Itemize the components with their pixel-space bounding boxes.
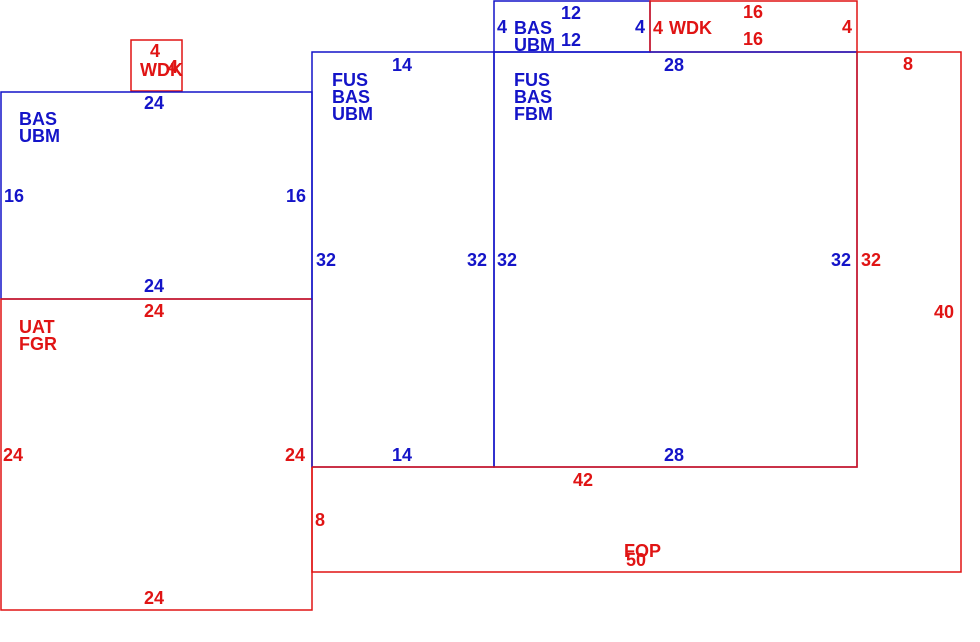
area-wdk-top-dim-top: 16 [743,2,763,22]
area-fus-bas-ubm-dim-right: 32 [467,250,487,270]
area-fop-dim-left: 8 [315,510,325,530]
area-bas-ubm-left-dim-left: 16 [4,186,24,206]
area-bas-ubm-left-dim-right: 16 [286,186,306,206]
area-fus-bas-fbm-dim-right: 32 [831,250,851,270]
outline-wdk-small [130,39,183,92]
area-fus-bas-fbm-label-2: BAS [514,87,552,107]
area-wdk-small-dim-top: 4 [150,41,160,61]
area-bas-ubm-top-label-1: BAS [514,18,552,38]
area-bas-ubm-top-dim-right: 4 [635,17,645,37]
area-bas-ubm-left-dim-top: 24 [144,93,164,113]
area-wdk-top-dim-bottom: 16 [743,29,763,49]
area-uat-fgr-dim-bottom: 24 [144,588,164,608]
area-uat-fgr-dim-right: 24 [285,445,305,465]
area-fop-dim-right: 40 [934,302,954,322]
area-fus-bas-ubm-dim-bottom: 14 [392,445,412,465]
area-fop-dim-inner-top: 42 [573,470,593,490]
area-wdk-small-dim-right: 4 [168,57,178,77]
area-fus-bas-fbm-label-1: FUS [514,70,550,90]
area-fop-dim-top-right: 8 [903,54,913,74]
area-fop-label-1: FOP [624,541,661,561]
area-bas-ubm-top-dim-left: 4 [497,17,507,37]
area-bas-ubm-top-dim-top: 12 [561,3,581,23]
area-fus-bas-ubm-dim-top: 14 [392,55,412,75]
area-fus-bas-fbm-dim-top: 28 [664,55,684,75]
area-bas-ubm-top-label-2: UBM [514,35,555,55]
area-fop-dim-bottom: 50 [626,550,646,570]
area-bas-ubm-left-label-1: BAS [19,109,57,129]
area-fus-bas-ubm-label-2: BAS [332,87,370,107]
area-fus-bas-fbm-dim-bottom: 28 [664,445,684,465]
area-fus-bas-fbm-label-3: FBM [514,104,553,124]
area-uat-fgr-dim-left: 24 [3,445,23,465]
area-bas-ubm-left-dim-bottom: 24 [144,276,164,296]
area-bas-ubm-left-label-2: UBM [19,126,60,146]
area-fop-dim-inner-right: 32 [861,250,881,270]
area-uat-fgr-label-1: UAT [19,317,55,337]
area-wdk-top-dim-right: 4 [842,17,852,37]
area-wdk-small-label-1: WDK [140,60,183,80]
area-fus-bas-ubm-dim-left: 32 [316,250,336,270]
area-fus-bas-ubm-label-1: FUS [332,70,368,90]
area-uat-fgr-label-2: FGR [19,334,57,354]
area-fus-bas-ubm-label-3: UBM [332,104,373,124]
area-uat-fgr-dim-top: 24 [144,301,164,321]
outline-fop [311,51,962,573]
area-wdk-top-label-1: WDK [669,18,712,38]
area-wdk-top-dim-left: 4 [653,18,663,38]
area-bas-ubm-top-dim-bottom: 12 [561,30,581,50]
area-fus-bas-fbm-dim-left: 32 [497,250,517,270]
